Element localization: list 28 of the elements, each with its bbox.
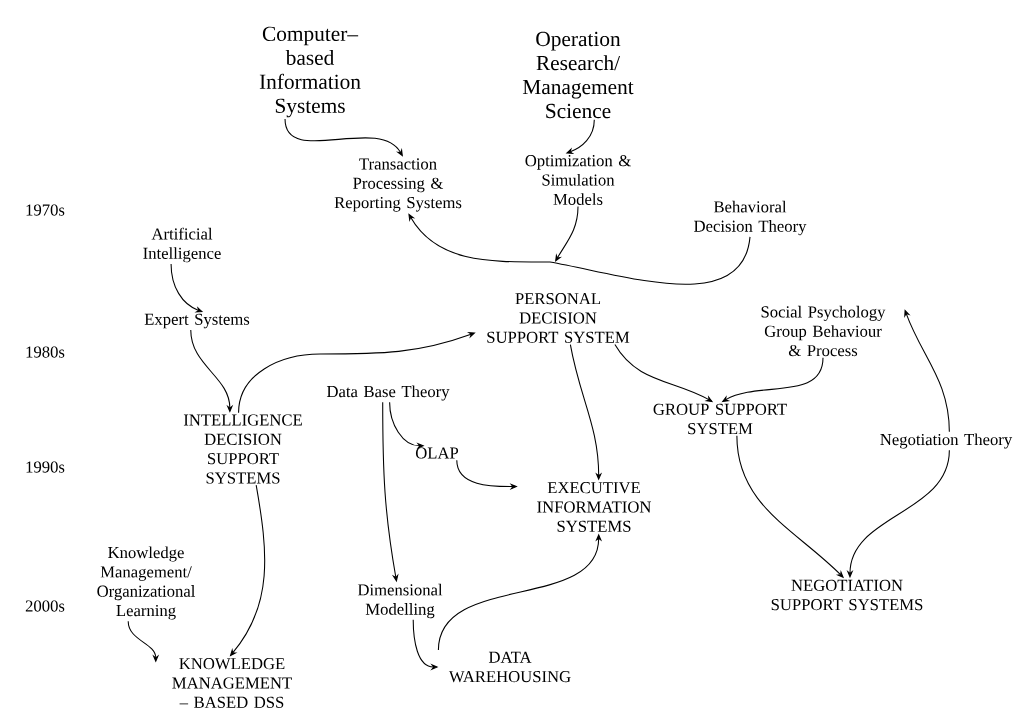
decade-label: 1980s [26,346,65,358]
arrow [284,118,403,157]
concept-label: EXECUTIVE INFORMATION SYSTEMS [537,482,652,532]
concept-label: NEGOTIATION SUPPORT SYSTEMS [771,579,923,611]
concept-label: Behavioral Decision Theory [694,200,807,236]
decade-label: 1970s [26,204,65,216]
concept-label: GROUP SUPPORT SYSTEM [653,403,787,435]
concept-label: INTELLIGENCE DECISION SUPPORT SYSTEMS [183,414,302,484]
concept-label: Negotiation Theory [880,433,1013,449]
arrow [408,213,751,285]
arrow [904,309,950,433]
concept-label: Artificial Intelligence [143,227,221,263]
concept-label: Data Base Theory [326,385,450,401]
concept-label: Operation Research/ Management Science [522,31,634,119]
concept-label: Dimensional Modelling [357,583,443,619]
concept-label: Computer– based Information Systems [259,26,361,118]
concept-label: KNOWLEDGE MANAGEMENT – BASED DSS [172,658,292,708]
concept-label: PERSONAL DECISION SUPPORT SYSTEM [487,293,630,343]
concept-label: Knowledge Management/ Organizational Learning [97,546,196,620]
concept-label: Expert Systems [144,313,250,329]
decade-label: 1990s [26,461,65,473]
arrow [555,206,579,262]
concept-label: Social Psychology Group Behaviour & Process [761,305,886,357]
concept-label: OLAP [415,447,459,459]
decade-label: 2000s [25,600,65,612]
concept-label: DATA WAREHOUSING [448,651,571,683]
concept-label: Transaction Processing & Reporting Systems [334,158,462,212]
concept-label: Optimization & Simulation Models [525,155,631,205]
